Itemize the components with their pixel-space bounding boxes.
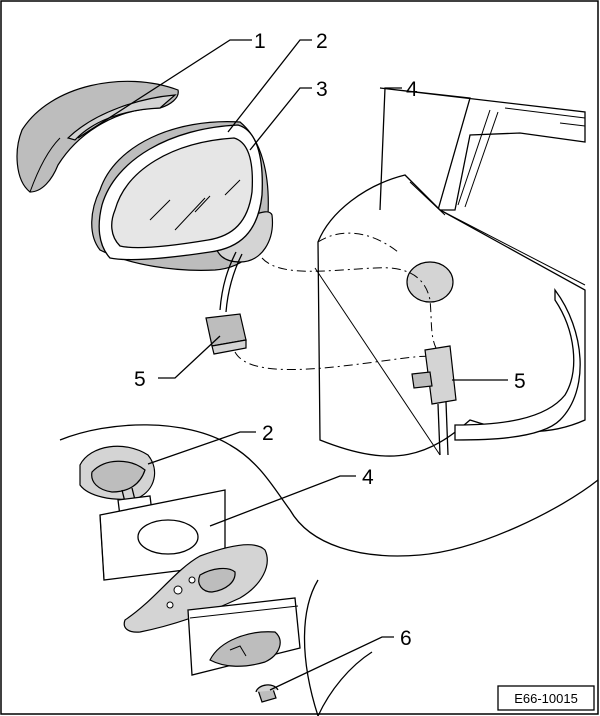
panel-hole-lower [137,519,199,555]
callout-1: 1 [254,30,266,53]
window-frame [379,87,586,211]
callout-2: 2 [316,30,328,53]
callout-5-left: 5 [134,368,146,391]
callout-4: 4 [406,78,418,101]
mirror-wire [219,251,237,311]
reference-code-box [497,685,595,711]
dashed-route-lower [234,351,437,370]
callout-5-right: 5 [514,370,526,393]
leader-6 [269,636,394,691]
mirror-housing [91,121,274,355]
leader-1 [77,39,252,139]
screw-6 [255,684,279,703]
leader-4 [379,87,402,211]
connector-right [411,345,457,456]
leader-5-left [158,335,221,379]
door-panel [314,87,586,457]
callout-6: 6 [400,627,412,650]
leader-3 [249,87,312,151]
mirror-cap [16,80,179,193]
leader-2-lower [147,431,256,465]
dashed-route-upper [261,257,437,349]
callout-2-lower: 2 [262,422,274,445]
door-shell-edge [454,288,581,441]
mounting-bracket [123,544,268,633]
callout-3: 3 [316,78,328,101]
reference-code: E66-10015 [514,691,578,706]
detail-outline [59,424,599,716]
grommet-hole [406,261,454,303]
callout-4-lower: 4 [362,466,374,489]
leader-2 [227,39,312,133]
mirror-glass [111,137,254,249]
door-structure-section [187,597,301,676]
mirror-base-lower [79,445,156,517]
leader-4-lower [209,475,356,527]
door-panel-section-lower [99,489,226,581]
